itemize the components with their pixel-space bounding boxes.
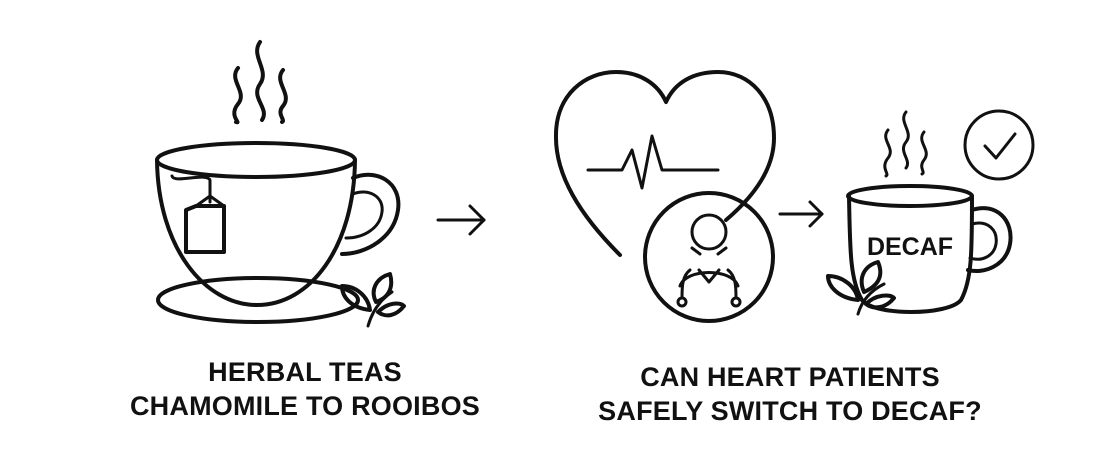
herb-leaves-icon [340,272,406,328]
decaf-mug-icon: DECAF [846,184,1013,314]
heart-patients-question: CAN HEART PATIENTS SAFELY SWITCH TO DECA… [590,360,990,428]
herbal-teas-title: HERBAL TEAS [208,357,402,387]
question-line-2: SAFELY SWITCH TO DECAF? [598,396,982,426]
heartbeat-line-icon [586,134,720,190]
herb-leaves-icon [826,260,896,316]
steam-icon [232,40,288,125]
question-line-1: CAN HEART PATIENTS [640,362,940,392]
doctor-icon [643,191,775,323]
steam-icon [883,110,928,178]
stethoscope-icon [676,268,742,308]
arrow-right-icon [778,200,824,228]
checkmark-icon [963,109,1035,181]
decaf-mug-label: DECAF [867,233,953,261]
teacup-icon [155,141,401,324]
heart-icon [553,70,776,257]
tea-bag-icon [170,174,226,254]
herbal-teas-subtitle: CHAMOMILE TO ROOIBOS [129,391,480,421]
arrow-right-icon [436,204,486,236]
herbal-teas-caption: HERBAL TEAS CHAMOMILE TO ROOIBOS [115,355,495,423]
